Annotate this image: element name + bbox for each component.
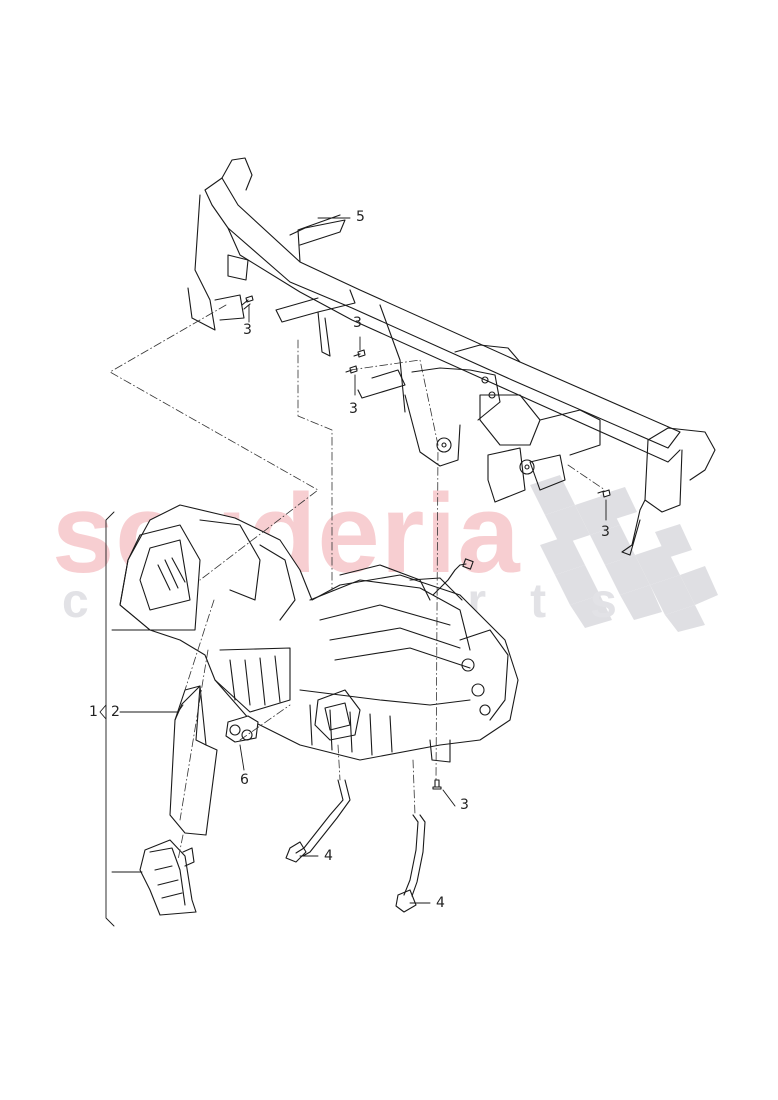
- callout-3-left-bracket[interactable]: 3: [243, 322, 252, 338]
- drain-hoses: [285, 779, 426, 913]
- callout-2[interactable]: 2: [111, 704, 120, 720]
- cross-member: [187, 157, 716, 556]
- callout-4-right[interactable]: 4: [436, 895, 445, 911]
- callout-3-center-lower[interactable]: 3: [349, 401, 358, 417]
- callout-3-lower[interactable]: 3: [460, 797, 469, 813]
- grommet: [225, 715, 259, 743]
- callout-3-center-upper[interactable]: 3: [353, 315, 362, 331]
- heat-exchanger: [169, 685, 218, 836]
- air-duct: [139, 839, 197, 916]
- leader-lines: [99, 217, 607, 927]
- bolts: [241, 295, 611, 790]
- callout-1[interactable]: 1: [89, 704, 98, 720]
- callout-5[interactable]: 5: [356, 209, 365, 225]
- callout-4-left[interactable]: 4: [324, 848, 333, 864]
- callout-6[interactable]: 6: [240, 772, 249, 788]
- callout-3-right[interactable]: 3: [601, 524, 610, 540]
- hvac-unit: [119, 504, 519, 763]
- assembly-lines: [109, 304, 606, 861]
